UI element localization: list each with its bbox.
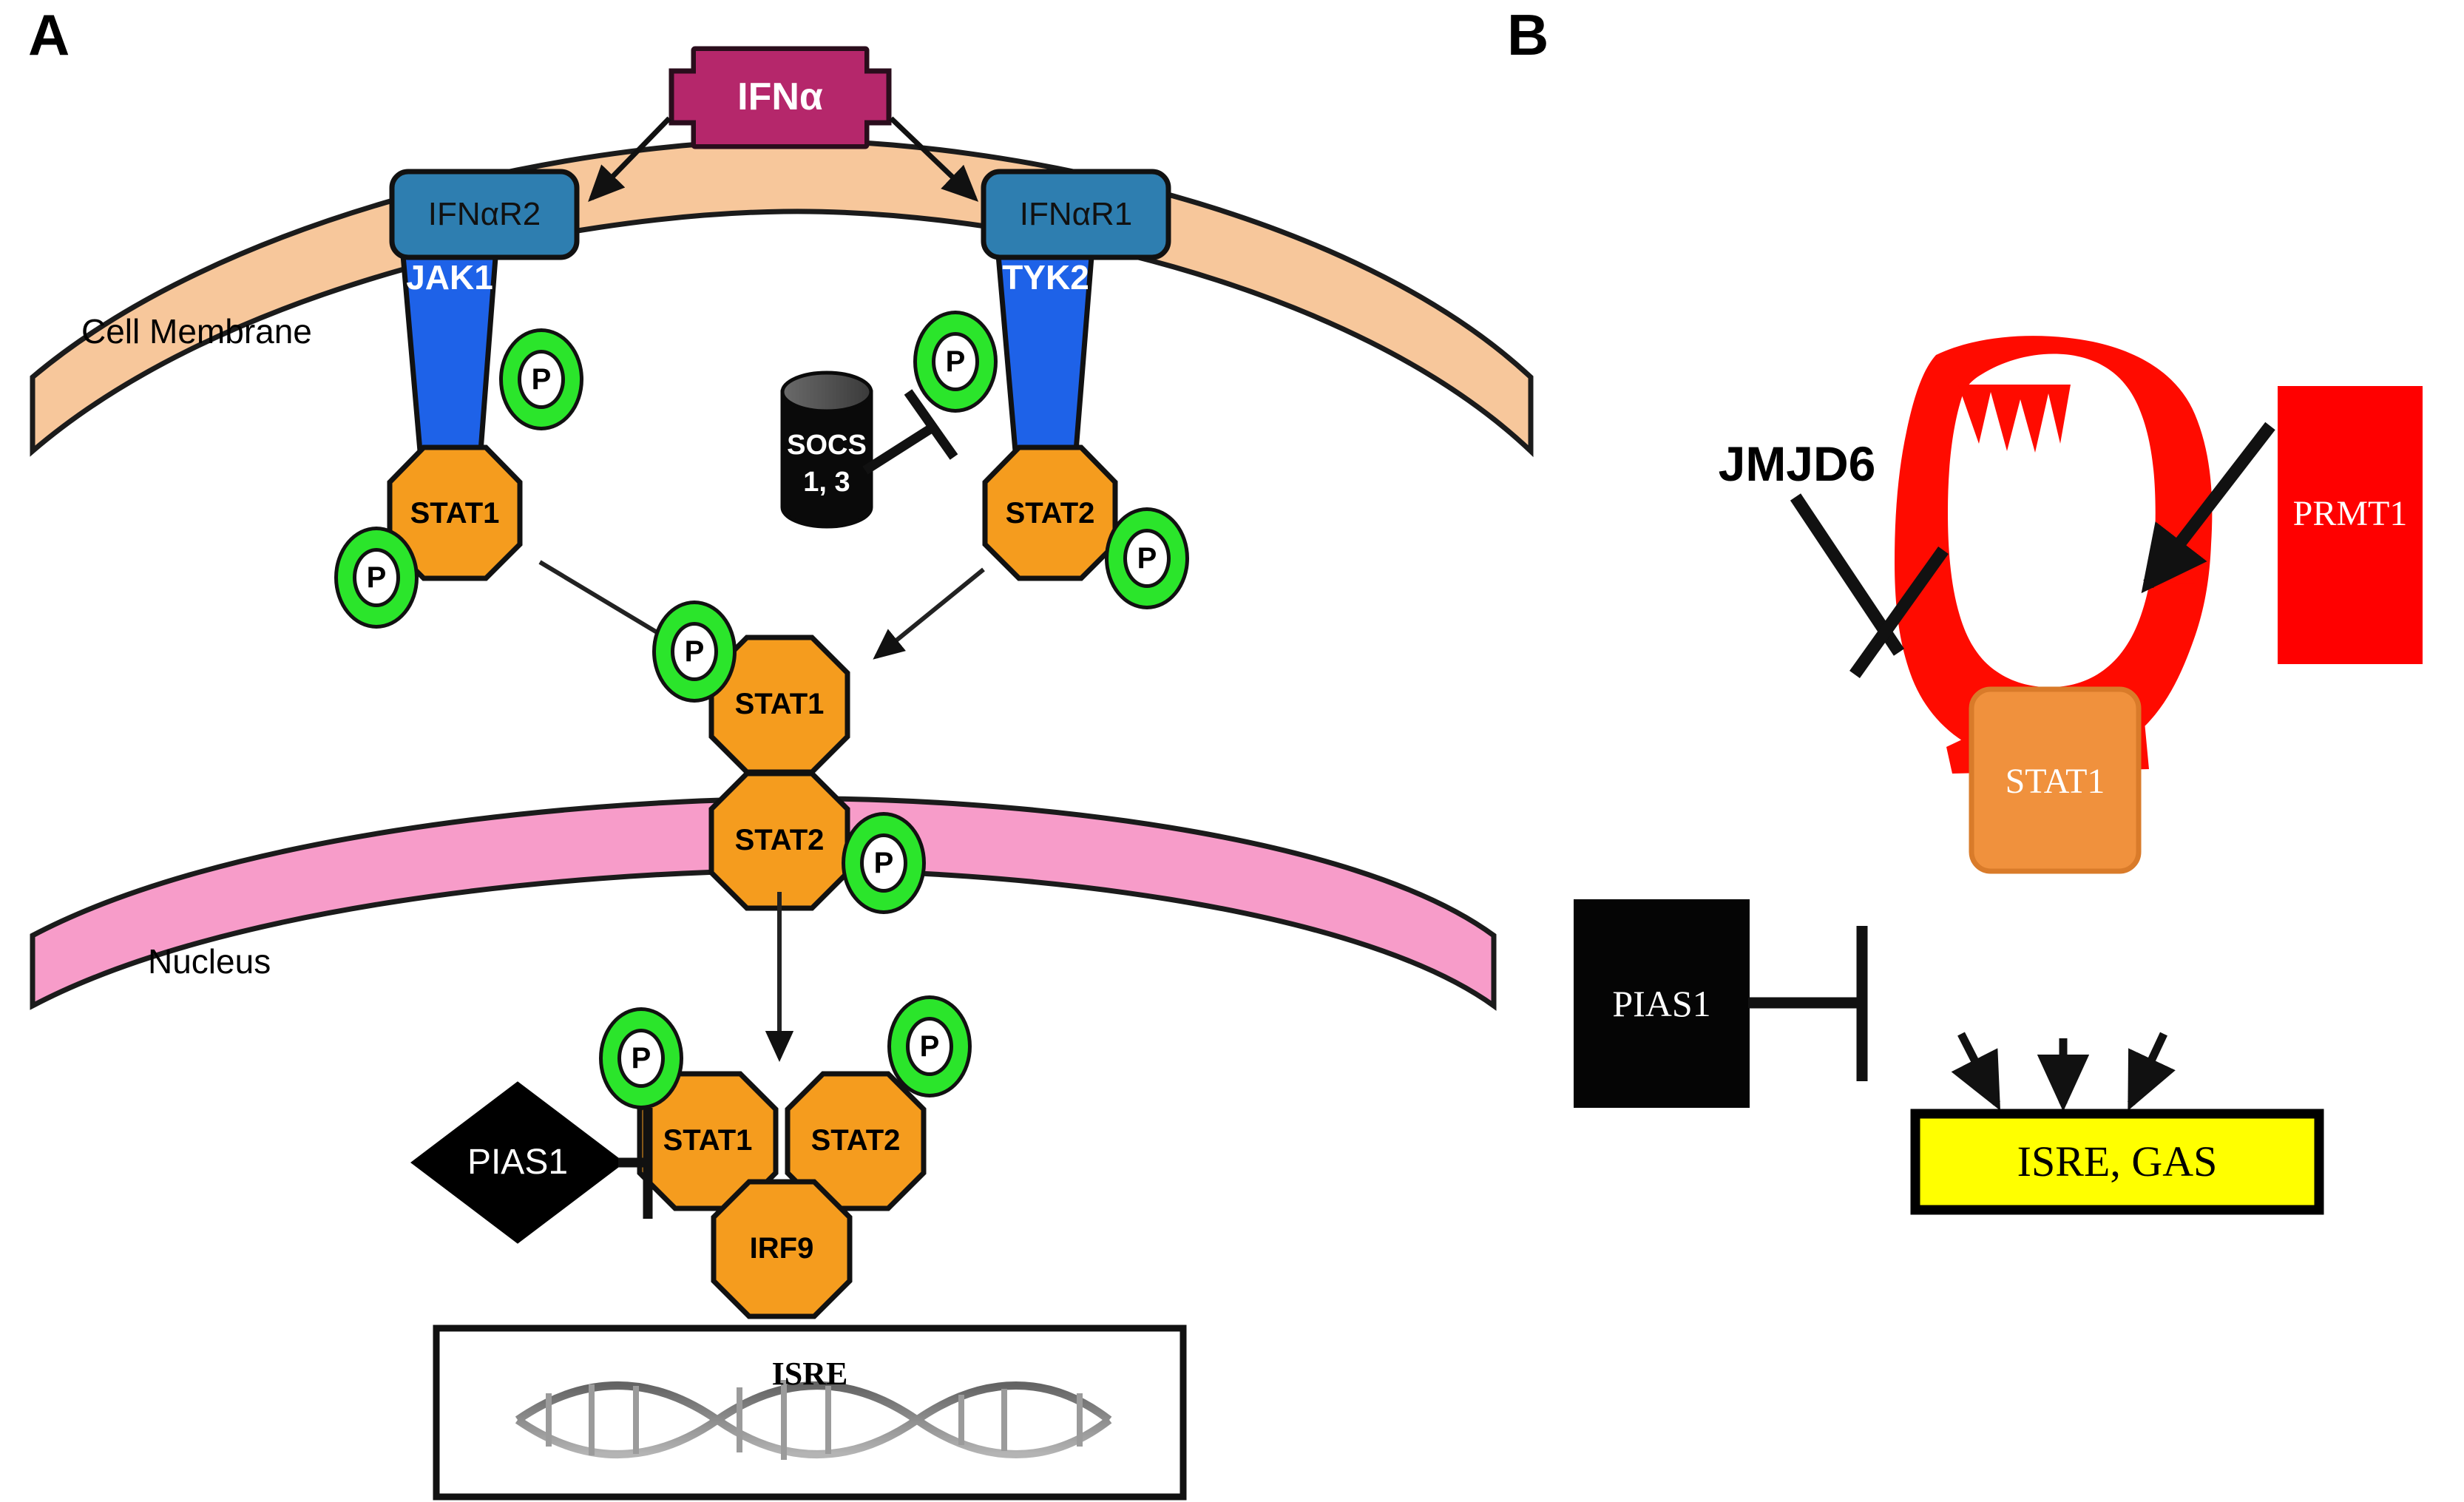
jmjd6-inhibition-bar <box>1849 547 1949 678</box>
ifnar1-shape <box>981 169 1171 260</box>
panel-label-a: A <box>28 2 70 67</box>
arrow-ifna-to-r1 <box>889 116 979 202</box>
phospho-badge-stat1-membrane: P <box>334 527 419 629</box>
phospho-letter: P <box>366 561 387 594</box>
ifna-ligand-shape <box>669 46 892 149</box>
phospho-letter: P <box>684 635 705 668</box>
phospho-badge-stat2-dimer: P <box>842 812 926 914</box>
socs-inhibition-line <box>862 389 958 475</box>
phospho-letter: P <box>873 846 894 879</box>
phospho-letter: P <box>1137 541 1157 575</box>
isre-box-shape <box>433 1325 1187 1501</box>
arrow-ifna-to-r2 <box>588 116 671 203</box>
isre-gas-box-shape <box>1910 1109 2324 1215</box>
stat2-nuclear-shape <box>785 1071 927 1211</box>
dna-helix-icon <box>515 1380 1112 1460</box>
phospho-badge-stat2-nuclear: P <box>887 995 972 1097</box>
phospho-badge-tyk2: P <box>913 311 998 413</box>
panel-label-b: B <box>1507 2 1549 67</box>
jak1-shape <box>399 235 500 454</box>
tyk2-shape <box>994 235 1096 454</box>
stat2-membrane-shape <box>982 444 1118 581</box>
arrow-stat2-to-dimer <box>873 567 985 660</box>
phospho-letter: P <box>919 1029 940 1063</box>
phospho-badge-stat1-dimer: P <box>652 601 737 703</box>
prmt1-box-shape <box>2278 386 2423 664</box>
pias1-diamond-shape <box>410 1081 625 1244</box>
arrow-blob-to-target-left <box>1951 1032 2001 1111</box>
phospho-badge-stat2-membrane: P <box>1105 507 1189 609</box>
phospho-letter: P <box>945 345 966 378</box>
arrow-prmt1-to-stat1 <box>2141 422 2275 594</box>
stat2-dimer-shape <box>708 771 850 911</box>
stat1-membrane-shape <box>387 444 523 581</box>
irf9-shape <box>711 1179 853 1319</box>
phospho-letter: P <box>631 1041 651 1075</box>
nucleus-shape <box>30 796 1497 1011</box>
pias1-box-b-shape <box>1574 899 1750 1108</box>
arrow-blob-to-target-right <box>2128 1032 2176 1111</box>
phospho-badge-stat1-nuclear: P <box>599 1007 683 1109</box>
socs-cylinder-shape <box>780 371 873 529</box>
phospho-badge-jak1: P <box>499 328 583 430</box>
ifnar2-shape <box>389 169 580 260</box>
phospho-letter: P <box>531 362 552 396</box>
stat1-box-b-shape <box>1969 686 2142 874</box>
stat1-red-blob-shape <box>1895 336 2213 764</box>
